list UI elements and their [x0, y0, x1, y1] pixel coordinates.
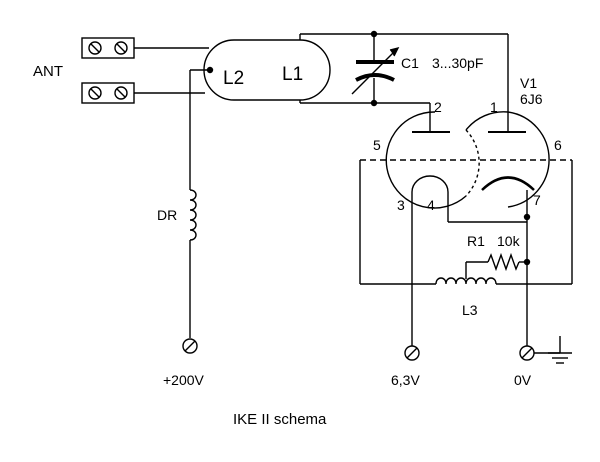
- plus200v-terminal: [182, 338, 198, 354]
- ant-label: ANT: [33, 63, 63, 80]
- r1-resistor: [487, 252, 520, 272]
- r1-name-label: R1: [467, 233, 485, 249]
- pin3-label: 3: [397, 197, 405, 213]
- v1-tube: [360, 34, 572, 222]
- v0-label: 0V: [514, 372, 532, 388]
- l1-label: L1: [282, 64, 303, 85]
- ant-terminal-top: [81, 37, 135, 59]
- v1-type-label: 6J6: [520, 91, 543, 107]
- v1-name-label: V1: [520, 75, 537, 91]
- v63-terminal: [404, 345, 420, 361]
- ground-icon: [534, 336, 572, 364]
- l2-label: L2: [223, 68, 244, 89]
- plus200v-label: +200V: [163, 372, 205, 388]
- c1-name-label: C1: [401, 55, 419, 71]
- pin5-label: 5: [373, 137, 381, 153]
- c1-value-label: 3...30pF: [432, 55, 483, 71]
- diagram-caption: IKE II schema: [233, 411, 327, 428]
- pin4-label: 4: [427, 197, 435, 213]
- dr-choke: [189, 189, 197, 241]
- ant-terminal-bottom: [81, 82, 135, 104]
- pin7-label: 7: [533, 192, 541, 208]
- pin2-label: 2: [434, 99, 442, 115]
- v63-label: 6,3V: [391, 372, 420, 388]
- pin1-label: 1: [490, 99, 498, 115]
- l3-coil: [435, 277, 497, 285]
- r1-value-label: 10k: [497, 233, 521, 249]
- c1-bottom-node: [370, 99, 378, 107]
- v0-terminal: [519, 345, 535, 361]
- l3-label: L3: [462, 302, 478, 318]
- dr-label: DR: [157, 207, 177, 223]
- c1-variable-capacitor: [351, 46, 400, 95]
- pin6-label: 6: [554, 137, 562, 153]
